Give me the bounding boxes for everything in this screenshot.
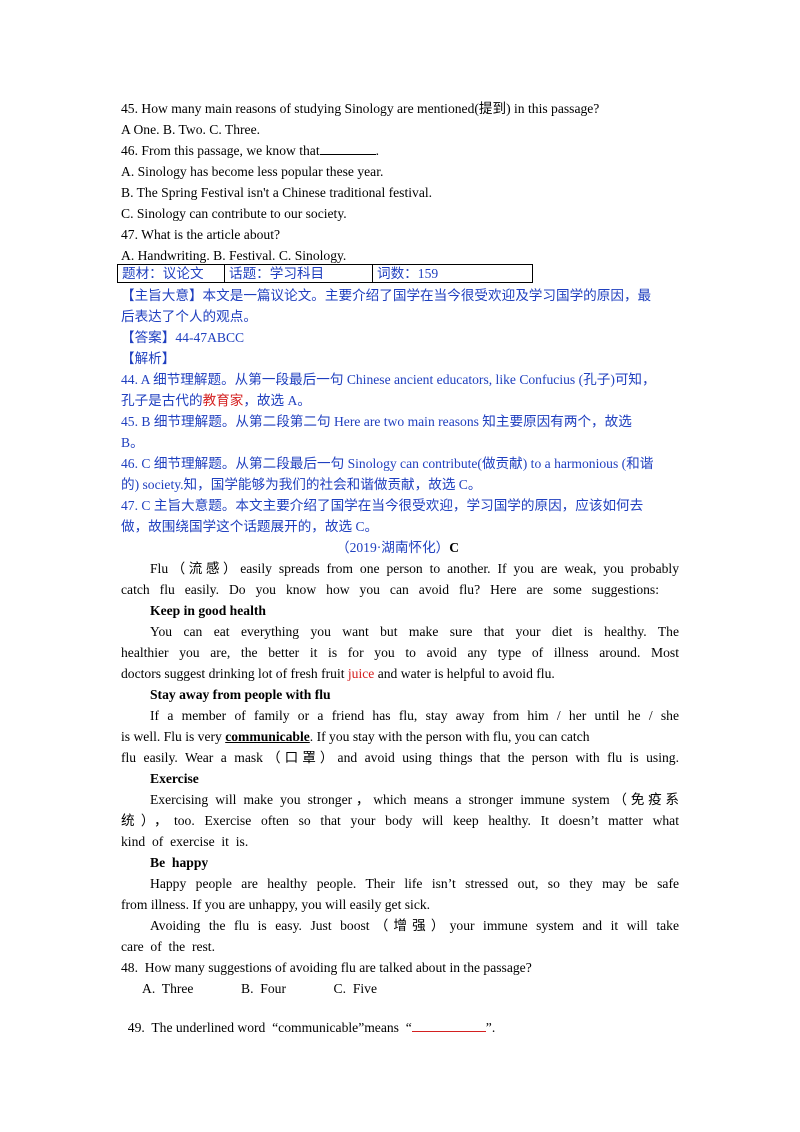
p3-line-2: 统），too. Exercise often so that your body…: [121, 813, 679, 828]
answer-blank: [411, 1021, 486, 1032]
heading-exercise: Exercise: [150, 771, 199, 786]
heading-stay-away: Stay away from people with flu: [150, 687, 331, 702]
p1-line-3-text: doctors suggest drinking lot of fresh fr…: [121, 666, 348, 681]
highlighted-word: juice: [347, 666, 375, 681]
info-table: 题材：议论文 话题：学习科目 词数：159: [117, 264, 533, 283]
p1-line-1: You can eat everything you want but make…: [150, 624, 679, 639]
p5-line-2: care of the rest.: [121, 939, 215, 954]
p3-line-3: kind of exercise it is.: [121, 834, 249, 849]
p4-line-1: Happy people are healthy people. Their l…: [150, 876, 679, 891]
material-cell: 题材：议论文: [118, 265, 225, 282]
explanation-44-end: ，故选 A。: [243, 393, 311, 408]
explanation-45-line-2: B。: [121, 435, 144, 450]
explanation-47-line-1: 47. C 主旨大意题。本文主要介绍了国学在当今很受欢迎，学习国学的原因，应该如…: [121, 498, 644, 513]
explanation-46-line-2: 的) society.知，国学能够为我们的社会和谐做贡献，故选 C。: [121, 477, 482, 492]
passage-source: （2019·湖南怀化）: [336, 540, 450, 555]
q49-question-text: 49. The underlined word “communicable”me…: [127, 1020, 412, 1035]
explanation-44-line-1: 44. A 细节理解题。从第一段最后一句 Chinese ancient edu…: [121, 372, 656, 387]
word-count-cell: 词数：159: [377, 266, 439, 281]
explanation-44-text: 孔子是古代的: [121, 393, 203, 408]
q49-question-end: ”.: [485, 1020, 496, 1035]
p3-line-1: Exercising will make you stronger，which …: [150, 792, 679, 807]
main-idea-line-2: 后表达了个人的观点。: [121, 309, 257, 324]
p1-line-2: healthier you are, the better it is for …: [121, 645, 679, 660]
main-idea-line-1: 【主旨大意】本文是一篇议论文。主要介绍了国学在当今很受欢迎及学习国学的原因，最: [121, 288, 652, 303]
q45-options: A One. B. Two. C. Three.: [121, 122, 261, 137]
answer-blank: [319, 154, 376, 155]
q46-option-b: B. The Spring Festival isn't a Chinese t…: [121, 185, 433, 200]
q46-question-text: 46. From this passage, we know that: [121, 143, 320, 158]
p5-line-1: Avoiding the flu is easy. Just boost（增强）…: [150, 918, 679, 933]
p2-line-2: is well. Flu is very communicable. If yo…: [121, 728, 679, 746]
explanation-44-line-2: 孔子是古代的教育家，故选 A。: [121, 392, 311, 410]
q46-question-end: .: [375, 143, 380, 158]
q45-question: 45. How many main reasons of studying Si…: [121, 101, 600, 116]
p1-line-3: doctors suggest drinking lot of fresh fr…: [121, 665, 555, 683]
p4-line-2: from illness. If you are unhappy, you wi…: [121, 897, 431, 912]
q49-question: 49. The underlined word “communicable”me…: [121, 1001, 495, 1037]
explanation-45-line-1: 45. B 细节理解题。从第二段第二句 Here are two main re…: [121, 414, 632, 429]
p2-line-2-end: . If you stay with the person with flu, …: [309, 729, 590, 744]
intro-line-1: Flu（流感）easily spreads from one person to…: [150, 561, 679, 576]
explanation-47-line-2: 做，故围绕国学这个话题展开的，故选 C。: [121, 519, 379, 534]
heading-keep-in-good-health: Keep in good health: [150, 603, 266, 618]
q48-question: 48. How many suggestions of avoiding flu…: [121, 960, 532, 975]
q48-options: A. Three B. Four C. Five: [142, 981, 377, 996]
topic-cell: 话题：学习科目: [225, 265, 373, 282]
intro-line-2: catch flu easily. Do you know how you ca…: [121, 582, 659, 597]
p2-line-2-text: is well. Flu is very: [121, 729, 226, 744]
heading-be-happy: Be happy: [150, 855, 209, 870]
underlined-word: communicable: [225, 729, 310, 744]
q47-options: A. Handwriting. B. Festival. C. Sinology…: [121, 248, 347, 263]
p1-line-3-end: and water is helpful to avoid flu.: [374, 666, 555, 681]
q46-question: 46. From this passage, we know that.: [121, 142, 379, 160]
p2-line-1: If a member of family or a friend has fl…: [150, 708, 679, 723]
passage-title: （2019·湖南怀化）C: [336, 539, 459, 557]
explanation-title: 【解析】: [121, 351, 176, 366]
p2-line-3: flu easily. Wear a mask（口罩）and avoid usi…: [121, 750, 679, 765]
explanation-46-line-1: 46. C 细节理解题。从第二段最后一句 Sinology can contri…: [121, 456, 654, 471]
answer-key: 【答案】44-47ABCC: [121, 330, 245, 345]
q46-option-c: C. Sinology can contribute to our societ…: [121, 206, 347, 221]
highlighted-word: 教育家: [202, 393, 244, 408]
passage-letter: C: [449, 540, 460, 555]
q47-question: 47. What is the article about?: [121, 227, 281, 242]
q46-option-a: A. Sinology has become less popular thes…: [121, 164, 384, 179]
